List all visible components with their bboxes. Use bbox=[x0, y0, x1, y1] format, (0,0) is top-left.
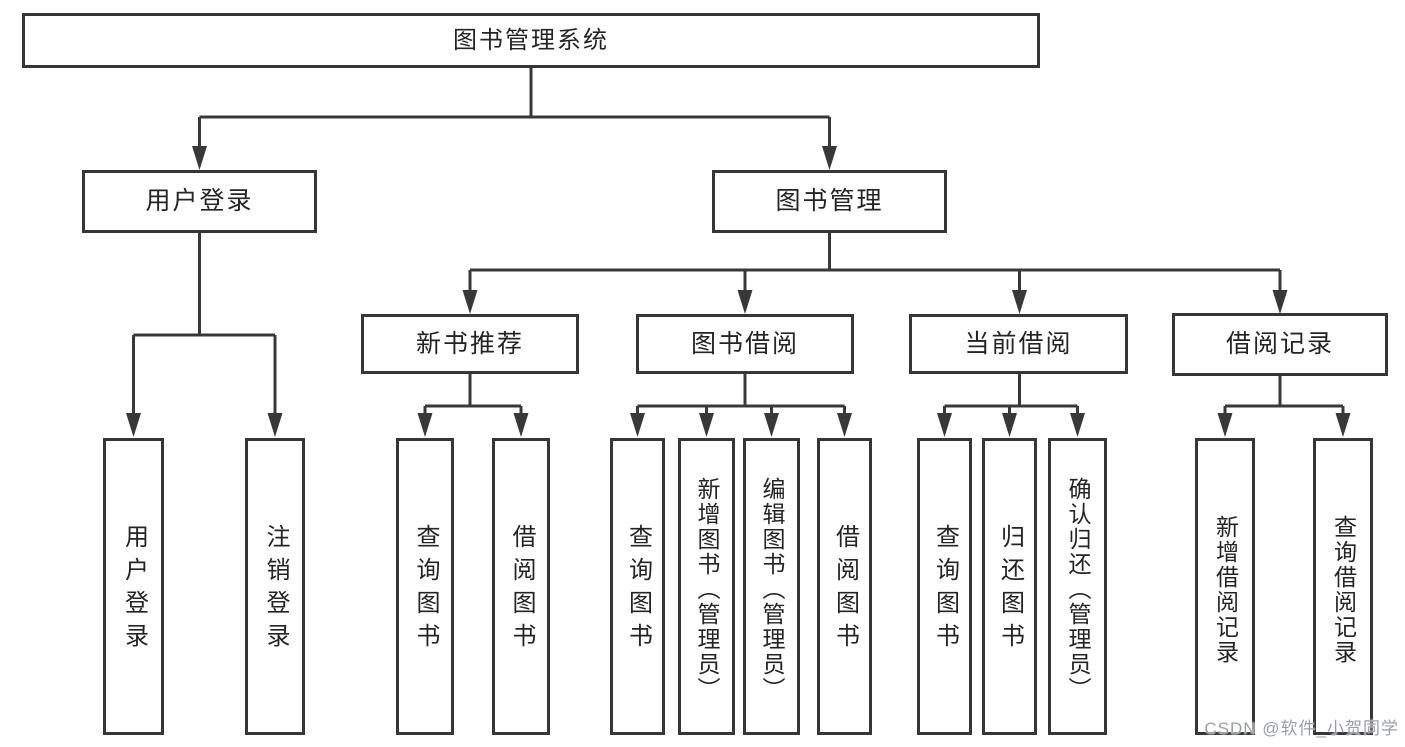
arrow-down-icon bbox=[513, 413, 529, 437]
connector bbox=[636, 374, 846, 414]
node-leaf-query-book-3: 查询图书 bbox=[917, 438, 972, 735]
connector bbox=[132, 233, 277, 414]
arrow-down-icon bbox=[1335, 413, 1351, 437]
node-leaf-user-login: 用户登录 bbox=[103, 438, 164, 735]
node-leaf-borrow-book-2: 借阅图书 bbox=[817, 438, 872, 735]
arrow-down-icon bbox=[1272, 290, 1288, 314]
arrow-down-icon bbox=[764, 413, 779, 437]
node-leaf-confirm-return: 确认归还（管理员） bbox=[1048, 438, 1107, 735]
connector bbox=[943, 374, 1079, 414]
arrow-down-icon bbox=[126, 413, 141, 437]
arrow-down-icon bbox=[1217, 413, 1233, 437]
node-current-borrow: 当前借阅 bbox=[909, 314, 1128, 374]
arrow-down-icon bbox=[1070, 413, 1085, 437]
node-book-mgmt: 图书管理 bbox=[712, 170, 947, 233]
node-new-book-rec: 新书推荐 bbox=[361, 314, 579, 374]
node-leaf-return-book: 归还图书 bbox=[982, 438, 1037, 735]
connector bbox=[468, 233, 1282, 291]
node-leaf-borrow-book-1: 借阅图书 bbox=[492, 438, 550, 735]
node-leaf-logout: 注销登录 bbox=[245, 438, 305, 735]
node-leaf-add-book: 新增图书（管理员） bbox=[678, 438, 735, 735]
node-user-login: 用户登录 bbox=[82, 170, 317, 233]
arrow-down-icon bbox=[699, 413, 714, 437]
arrow-down-icon bbox=[267, 413, 283, 437]
arrow-down-icon bbox=[737, 290, 753, 314]
arrow-down-icon bbox=[1002, 413, 1017, 437]
connector bbox=[1223, 376, 1345, 414]
node-root: 图书管理系统 bbox=[22, 13, 1040, 68]
node-leaf-query-book-1: 查询图书 bbox=[396, 438, 454, 735]
arrow-down-icon bbox=[822, 146, 837, 170]
csdn-watermark: CSDN @软件_小贺同学 bbox=[1204, 719, 1399, 738]
connector bbox=[198, 68, 831, 147]
node-borrow-record: 借阅记录 bbox=[1172, 313, 1388, 376]
arrow-down-icon bbox=[417, 413, 433, 437]
node-leaf-query-book-2: 查询图书 bbox=[610, 438, 665, 735]
node-leaf-edit-book: 编辑图书（管理员） bbox=[743, 438, 800, 735]
arrow-down-icon bbox=[1012, 290, 1027, 314]
node-leaf-add-borrow-record: 新增借阅记录 bbox=[1195, 438, 1255, 735]
arrow-down-icon bbox=[937, 413, 952, 437]
node-leaf-query-borrow-record: 查询借阅记录 bbox=[1313, 438, 1373, 735]
arrow-down-icon bbox=[192, 146, 207, 170]
arrow-down-icon bbox=[630, 413, 645, 437]
arrow-down-icon bbox=[462, 290, 478, 314]
arrow-down-icon bbox=[837, 413, 852, 437]
node-book-borrow: 图书借阅 bbox=[636, 314, 854, 374]
connector bbox=[423, 374, 523, 414]
